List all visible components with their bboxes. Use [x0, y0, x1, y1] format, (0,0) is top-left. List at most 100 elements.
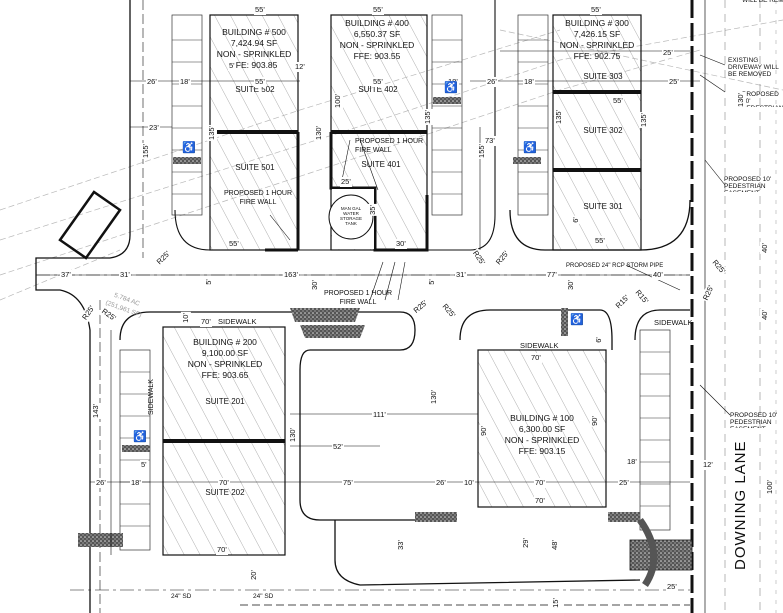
dimension: 55'	[590, 5, 602, 15]
building-title: BUILDING # 200	[193, 337, 257, 347]
water-storage-tank	[328, 194, 374, 240]
dimension: 90'	[478, 425, 489, 437]
building-500-label: BUILDING # 500 7,424.94 SF NON - SPRINKL…	[212, 27, 296, 71]
driveway-note: EXISTING DRIVEWAY WILL BE REMOVED	[728, 57, 779, 78]
fire-wall-note: PROPOSED 1 HOUR FIRE WALL	[223, 190, 293, 206]
storm-pipe-note: PROPOSED 24" RCP STORM PIPE	[566, 263, 664, 269]
accessible-parking-icon: ♿	[570, 314, 584, 326]
dimension: 25'	[668, 77, 680, 87]
dimension: 6'	[570, 216, 581, 224]
dumpster-enclosure	[58, 190, 122, 260]
dimension: 52'	[332, 442, 344, 452]
suite-label: SUITE 302	[583, 126, 623, 135]
dimension: 26'	[435, 478, 447, 488]
dimension: 20'	[248, 569, 259, 581]
building-area: 7,426.15 SF	[573, 29, 621, 39]
dimension: 26'	[146, 77, 158, 87]
pipe-label: 24" SD	[252, 592, 275, 602]
dimension: 48'	[549, 539, 560, 551]
dimension: 130'	[735, 92, 746, 108]
suite-label: SUITE 202	[205, 488, 245, 497]
dimension: 135'	[553, 109, 564, 125]
building-area: 7,424.94 SF	[230, 38, 278, 48]
suite-label: SUITE 502	[235, 85, 275, 94]
dimension: 100'	[764, 479, 775, 495]
dimension: 130'	[287, 427, 298, 443]
dimension: 55'	[228, 239, 240, 249]
dimension: 33'	[395, 539, 406, 551]
dimension: 12'	[294, 62, 306, 72]
sidewalk-label: SIDEWALK	[520, 341, 559, 350]
dimension: 23'	[148, 123, 160, 133]
dimension: 130'	[428, 389, 439, 405]
dimension: 135'	[422, 109, 433, 125]
dimension: 29'	[520, 537, 531, 549]
dimension: 18'	[447, 77, 459, 87]
dimension: 30'	[309, 279, 320, 291]
dimension: 55'	[254, 77, 266, 87]
suite-label: SUITE 303	[583, 72, 623, 81]
dimension: 25'	[618, 478, 630, 488]
building-sprinkler: NON - SPRINKLED	[216, 49, 292, 59]
building-ffe: FFE: 903.85	[230, 60, 278, 70]
easement-note: PROPOSED 10' PEDESTRIAN EASEMENT	[742, 91, 783, 107]
dimension: 55'	[612, 96, 624, 106]
building-area: 6,300.00 SF	[518, 424, 566, 434]
dimension: 155'	[140, 143, 151, 159]
suite-label: SUITE 401	[361, 160, 401, 169]
suite-label: SUITE 402	[358, 85, 398, 94]
road-name-downing-lane: DOWNING LANE	[732, 440, 749, 570]
dimension: 6'	[593, 336, 604, 344]
dimension: 111'	[372, 410, 387, 420]
dimension: 55'	[372, 77, 384, 87]
dimension: 135'	[206, 125, 217, 141]
dimension: 70'	[216, 545, 228, 555]
building-400-label: BUILDING # 400 6,550.37 SF NON - SPRINKL…	[333, 18, 421, 62]
dimension: 31'	[119, 270, 131, 280]
accessible-parking-icon: ♿	[444, 82, 458, 94]
dimension: 40'	[759, 309, 770, 321]
building-200	[162, 326, 286, 556]
dimension: 10'	[180, 312, 191, 324]
building-ffe: FFE: 903.55	[353, 51, 401, 61]
suite-label: SUITE 501	[235, 163, 275, 172]
building-ffe: FFE: 903.65	[201, 370, 249, 380]
dimension: 55'	[594, 236, 606, 246]
suite-label: SUITE 301	[583, 202, 623, 211]
dimension: 35'	[367, 204, 378, 216]
dimension: 75'	[342, 478, 354, 488]
dimension: 73'	[484, 136, 496, 146]
building-500	[209, 14, 300, 252]
dimension: 70'	[534, 478, 546, 488]
dimension: 5'	[228, 61, 236, 71]
building-title: BUILDING # 500	[222, 27, 286, 37]
building-300-label: BUILDING # 300 7,426.15 SF NON - SPRINKL…	[555, 18, 639, 62]
building-ffe: FFE: 902.75	[573, 51, 621, 61]
building-title: BUILDING # 300	[565, 18, 629, 28]
building-title: BUILDING # 400	[345, 18, 409, 28]
dimension: 70'	[534, 496, 546, 506]
dimension: 15'	[550, 597, 561, 609]
pipe-label: 24" SD	[170, 592, 193, 602]
dimension: 37'	[60, 270, 72, 280]
dimension: 31'	[455, 270, 467, 280]
dimension: 55'	[254, 5, 266, 15]
dimension: 130'	[313, 125, 324, 141]
dimension: 30'	[395, 239, 407, 249]
dimension: 143'	[90, 403, 101, 419]
dimension: 163'	[283, 270, 299, 280]
dimension: 26'	[486, 77, 498, 87]
dimension: 30'	[565, 279, 576, 291]
dimension: 25'	[662, 48, 674, 58]
building-sprinkler: NON - SPRINKLED	[339, 40, 415, 50]
dimension: 18'	[626, 457, 638, 467]
dimension: 5'	[203, 278, 214, 286]
dimension: 90'	[589, 415, 600, 427]
top-right-note: WILL BE REMOVED	[742, 0, 783, 4]
water-tank-note: MAN GAL WATER STORAGE TANK	[340, 206, 362, 226]
accessible-parking-icon: ♿	[182, 142, 196, 154]
dimension: 70'	[530, 353, 542, 363]
dimension: 40'	[759, 242, 770, 254]
building-sprinkler: NON - SPRINKLED	[187, 359, 263, 369]
